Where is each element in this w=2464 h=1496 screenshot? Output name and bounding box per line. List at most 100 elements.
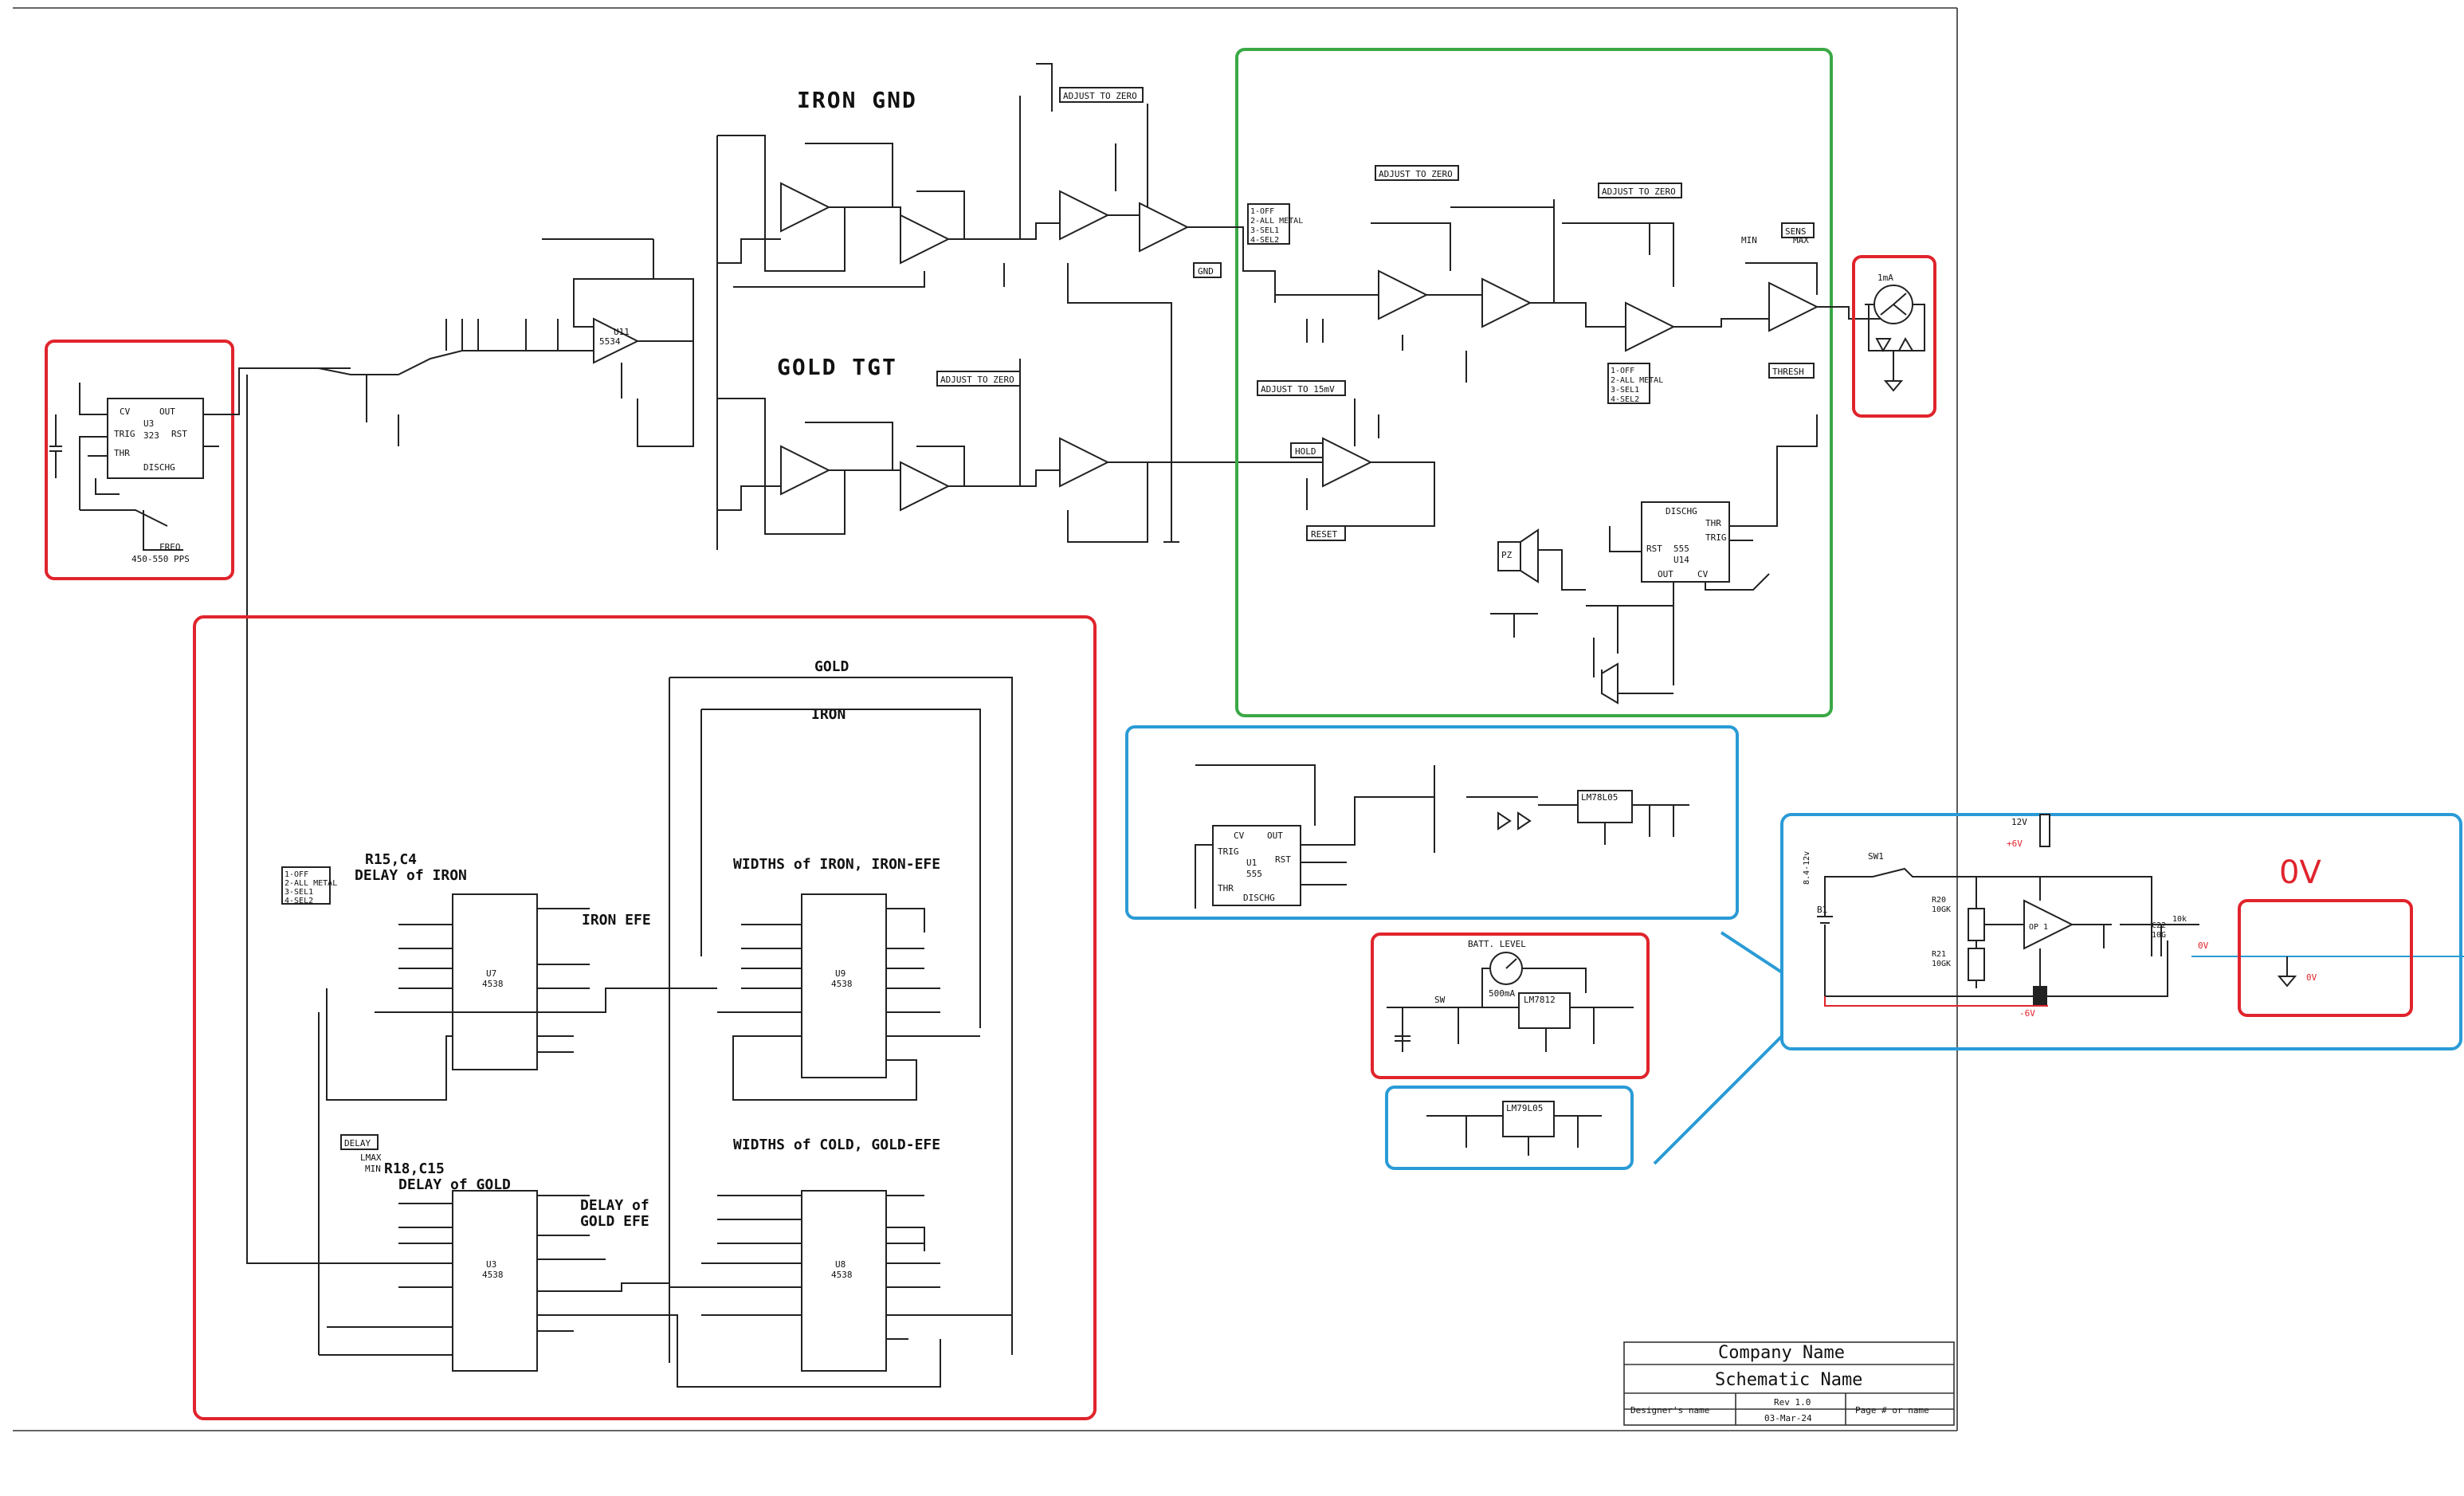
monostable-highlight bbox=[193, 615, 1097, 1420]
title-block-frame bbox=[1623, 1341, 1955, 1426]
timer-ic-u3 bbox=[107, 398, 204, 479]
sw-legend-2-d: 4-SEL2 bbox=[1611, 395, 1639, 404]
batt-switch-label: SW bbox=[1434, 995, 1446, 1005]
neg-regulator-block: LM79L05 bbox=[1385, 1086, 1634, 1170]
opamp-u10c-2 bbox=[900, 461, 951, 512]
delay-iron-heading: DELAY of IRON bbox=[355, 867, 467, 884]
opamp-u13b bbox=[1481, 277, 1532, 328]
opamp-u10c bbox=[900, 214, 951, 265]
sw-legend-3-a: 1-OFF bbox=[284, 870, 308, 879]
delay-tag bbox=[340, 1134, 379, 1150]
zoom-connector-lines bbox=[1653, 931, 1783, 1165]
zoom-resistor-r21 bbox=[1968, 948, 1985, 981]
sw-legend-1-b: 2-ALL METAL bbox=[1250, 217, 1303, 226]
u3b-value: 4538 bbox=[482, 1270, 504, 1280]
u14-cv: CV bbox=[1697, 569, 1709, 579]
adjust-zero-tag-2 bbox=[936, 371, 1021, 387]
u1-ref: U1 bbox=[1246, 858, 1257, 868]
delay-tag-text: DELAY bbox=[344, 1138, 371, 1149]
diode-d17 bbox=[1897, 336, 1914, 351]
zoom-r20-value: 10GK bbox=[1932, 905, 1951, 914]
ic-ref: U3 bbox=[143, 418, 154, 429]
r15c4-heading: R15,C4 bbox=[365, 851, 417, 868]
gold-heading: GOLD bbox=[814, 658, 849, 675]
pin-trig: TRIG bbox=[114, 429, 135, 439]
adjust-zero-text-1: ADJUST TO ZERO bbox=[1063, 91, 1137, 101]
u1-disch: DISCHG bbox=[1243, 893, 1275, 903]
delay-min-label: MIN bbox=[365, 1164, 381, 1174]
zoom-0v-label-1: 0V bbox=[2198, 940, 2209, 951]
u1-value: 555 bbox=[1246, 869, 1262, 879]
opamp-u10b-2 bbox=[1059, 437, 1110, 488]
sw-legend-3-c: 3-SEL1 bbox=[284, 888, 313, 897]
pin-rst: RST bbox=[171, 429, 187, 439]
oscillator-block: CV OUT TRIG THR RST DISCHG U3 323 FREQ 4… bbox=[45, 340, 351, 580]
regulator-u4 bbox=[1502, 1101, 1555, 1137]
sw-legend-2-c: 3-SEL1 bbox=[1611, 386, 1639, 395]
driver-stage: 5534 U11 bbox=[366, 238, 694, 447]
u14-disch: DISCHG bbox=[1666, 506, 1697, 516]
ic-u9 bbox=[801, 893, 887, 1078]
opamp-u10b bbox=[1059, 190, 1110, 241]
zoom-op1-label: OP 1 bbox=[2029, 923, 2048, 932]
zoom-b1-label: B1 bbox=[1817, 905, 1827, 915]
u14-ref: U14 bbox=[1673, 555, 1689, 565]
u1-thr: THR bbox=[1218, 883, 1234, 893]
sens-tag bbox=[1781, 222, 1815, 238]
iron-gnd-heading: IRON GND bbox=[797, 87, 917, 113]
zoom-r21-label: R21 bbox=[1932, 950, 1946, 959]
switch-legend-1 bbox=[1247, 203, 1290, 245]
delay-gold-efe-heading-2: GOLD EFE bbox=[580, 1213, 649, 1230]
opamp-u11 bbox=[593, 317, 640, 364]
delay-gold-heading: DELAY of GOLD bbox=[398, 1176, 511, 1193]
adjust-zero-tag-3 bbox=[1375, 165, 1459, 181]
company-name: Company Name bbox=[1718, 1343, 1845, 1363]
adjust-zero-text-3: ADJUST TO ZERO bbox=[1379, 169, 1453, 179]
zoom-resistor-top bbox=[2039, 814, 2050, 847]
speaker-icon bbox=[1601, 662, 1618, 705]
u14-value: 555 bbox=[1673, 544, 1689, 554]
u14-thr: THR bbox=[1705, 518, 1721, 528]
opamp-u10a bbox=[780, 445, 831, 496]
zoom-minus6v-label: -6V bbox=[2019, 1008, 2035, 1019]
thresh-tag bbox=[1768, 363, 1815, 379]
ic-value: 323 bbox=[143, 430, 159, 441]
gnd-tag-text: GND bbox=[1198, 266, 1214, 277]
delay-gold-efe-heading-1: DELAY of bbox=[580, 1197, 649, 1214]
adjust-zero-text-4: ADJUST TO ZERO bbox=[1602, 187, 1676, 197]
virtual-ground-highlight bbox=[1780, 813, 2462, 1050]
u11-value: 5534 bbox=[599, 336, 621, 347]
freq-label: FREQ bbox=[159, 542, 181, 552]
sw-legend-1-a: 1-OFF bbox=[1250, 207, 1274, 216]
gnd-tag bbox=[1193, 262, 1222, 278]
neg-regulator-highlight bbox=[1385, 1086, 1634, 1170]
batt-level-label: BATT. LEVEL bbox=[1468, 939, 1526, 949]
u9-ref: U9 bbox=[835, 968, 846, 979]
u7-value: 4538 bbox=[482, 979, 504, 989]
pin-cv: CV bbox=[120, 406, 131, 417]
zoom-resistor-r20 bbox=[1968, 908, 1985, 941]
u14-rst: RST bbox=[1646, 544, 1662, 554]
zoom-12v-label: 12V bbox=[2011, 817, 2027, 827]
widths-gold-heading: WIDTHS of COLD, GOLD-EFE bbox=[733, 1137, 940, 1153]
sw-legend-3-d: 4-SEL2 bbox=[284, 897, 313, 905]
zoom-r20-label: R20 bbox=[1932, 896, 1946, 905]
iron-gnd-block: IRON GND ADJUST TO ZERO bbox=[716, 63, 1211, 550]
meter-label: 1mA bbox=[1877, 273, 1893, 283]
opamp-u12c-hold bbox=[1322, 437, 1373, 488]
opamp-u10d bbox=[780, 182, 831, 233]
pin-disch: DISCHG bbox=[143, 462, 175, 473]
regulator-u2 bbox=[1577, 790, 1633, 823]
zoom-battery-voltage: 8.4-12v bbox=[1803, 851, 1811, 885]
opamp-u12c bbox=[1625, 301, 1676, 352]
diode-d3 bbox=[1517, 811, 1532, 830]
ic-u3-4538 bbox=[452, 1190, 538, 1372]
sw-legend-1-d: 4-SEL2 bbox=[1250, 236, 1279, 245]
opamp-u13c bbox=[1768, 281, 1819, 332]
u1-rst: RST bbox=[1275, 854, 1291, 865]
u4-label: LM79L05 bbox=[1506, 1103, 1543, 1113]
battery-level-highlight bbox=[1371, 933, 1650, 1079]
regulator-l6 bbox=[1518, 992, 1571, 1029]
zoom-0v-label-2: 0V bbox=[2306, 972, 2317, 983]
u1-out: OUT bbox=[1267, 830, 1283, 841]
